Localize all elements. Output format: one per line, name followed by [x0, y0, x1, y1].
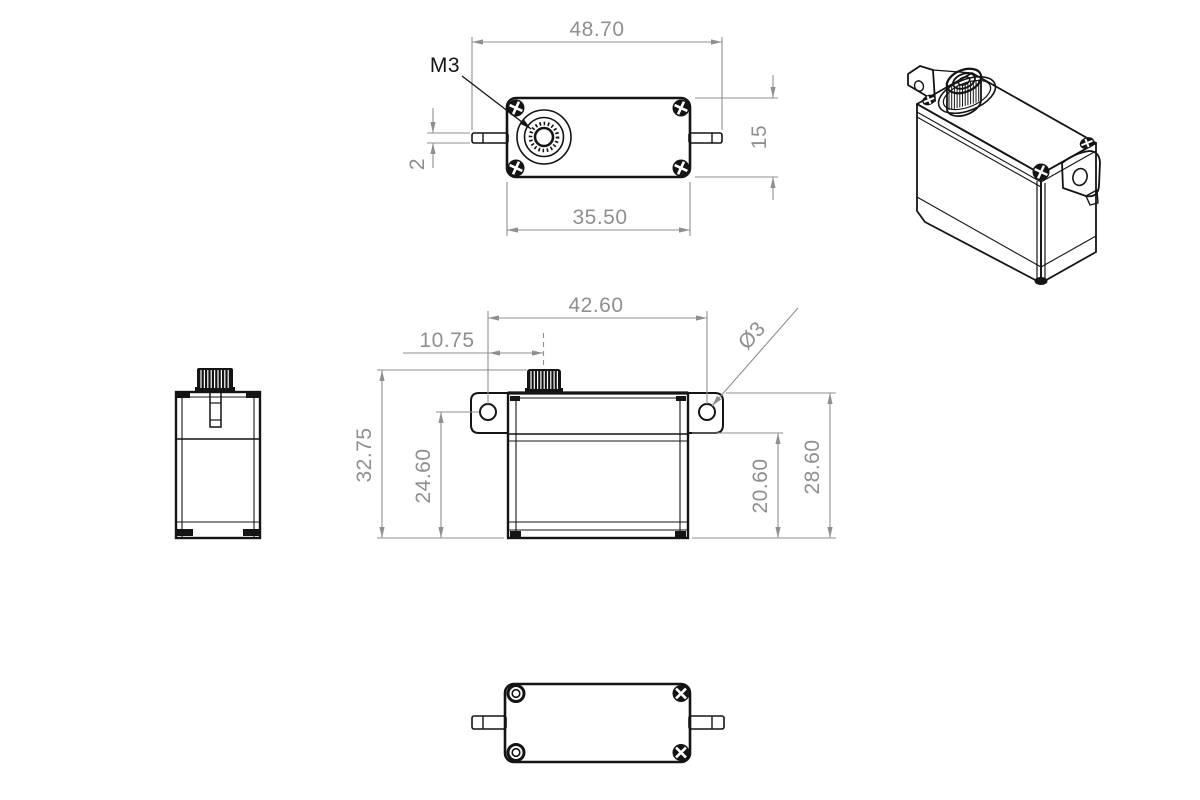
dim-mount-hole-span: 42.60: [487, 294, 708, 404]
mount-hole-diameter-label: Ø3: [734, 317, 771, 354]
top-view-part: [471, 96, 723, 179]
thread-callout-label: M3: [430, 54, 460, 77]
callout-thread: M3: [430, 54, 532, 130]
dim-overall-width-label: 48.70: [569, 18, 624, 41]
end-view-tab: [246, 392, 259, 398]
case-outline: [505, 96, 692, 179]
dim-mount-hole-height: 24.60: [412, 411, 479, 538]
case-foot: [510, 531, 521, 537]
iso-right-flange: [1061, 150, 1101, 198]
bottom-screw: [672, 744, 690, 761]
right-mount-hole: [698, 403, 716, 421]
dim-shaft-offset-label: 10.75: [419, 329, 474, 352]
iso-top-screw: [922, 94, 936, 106]
front-view: 42.60 10.75 Ø3 32.75 24.60: [353, 294, 836, 540]
left-mount-hole: [479, 403, 497, 421]
end-view-case: [174, 390, 262, 540]
end-view-slot: [209, 391, 222, 428]
dim-lower-case-height: 20.60: [692, 432, 783, 538]
left-mount-tab: [471, 132, 509, 144]
top-view: 48.70 15 2 35.50: [406, 18, 778, 236]
dim-tab-thickness-label: 2: [406, 158, 429, 170]
bottom-view: [471, 682, 725, 764]
bottom-bushing: [506, 684, 526, 703]
case-foot: [675, 531, 686, 537]
dim-depth-label: 15: [748, 125, 771, 149]
callout-mount-hole-diameter: Ø3: [711, 307, 799, 407]
dim-body-width: 35.50: [506, 182, 691, 236]
end-view-shaft: [195, 368, 235, 392]
left-flange: [470, 392, 508, 434]
iso-output-shaft: [937, 67, 997, 117]
corner-screw: [672, 99, 690, 117]
dim-overall-height: 32.75: [353, 369, 527, 539]
thread-leader-line: [461, 75, 532, 130]
end-view-foot: [177, 529, 193, 536]
iso-front-face: [916, 103, 1042, 284]
front-view-part: [470, 369, 724, 540]
right-mount-tab: [688, 715, 725, 730]
dim-mount-hole-height-label: 24.60: [412, 448, 435, 503]
dim-shaft-offset: 10.75: [403, 329, 545, 366]
bottom-case-outline: [503, 682, 692, 764]
dim-body-width-label: 35.50: [572, 206, 627, 229]
spline-teeth-ring: [528, 121, 560, 153]
isometric-view: [907, 65, 1101, 285]
end-view-foot: [243, 529, 259, 536]
iso-top-screw: [1079, 137, 1095, 149]
front-case: [506, 391, 690, 540]
corner-screw: [507, 99, 525, 117]
right-mount-tab: [688, 132, 723, 144]
dim-case-height-label: 28.60: [801, 439, 824, 494]
end-view-tab: [177, 392, 190, 398]
end-view: [174, 368, 262, 540]
iso-corner-foot: [1034, 277, 1048, 285]
dim-overall-height-label: 32.75: [353, 427, 376, 482]
case-clip: [510, 396, 520, 401]
case-clip: [676, 396, 686, 401]
iso-corner-screw: [1032, 163, 1050, 181]
corner-screw: [507, 159, 525, 177]
dim-overall-width: 48.70: [471, 18, 723, 130]
dim-case-height: 28.60: [692, 392, 836, 539]
output-shaft-boss: [516, 109, 572, 165]
dim-mount-hole-span-label: 42.60: [568, 294, 623, 317]
iso-left-flange-hole: [913, 80, 925, 92]
corner-screw: [672, 159, 690, 177]
dim-tab-thickness: 2: [406, 108, 470, 170]
iso-right-flange-hole: [1072, 167, 1088, 187]
dim-lower-case-height-label: 20.60: [749, 458, 772, 513]
front-shaft: [525, 369, 563, 393]
dim-depth: 15: [695, 75, 778, 200]
iso-left-flange: [907, 65, 936, 102]
left-mount-tab: [471, 715, 507, 730]
bottom-bushing: [506, 743, 526, 762]
bottom-screw: [672, 685, 690, 702]
